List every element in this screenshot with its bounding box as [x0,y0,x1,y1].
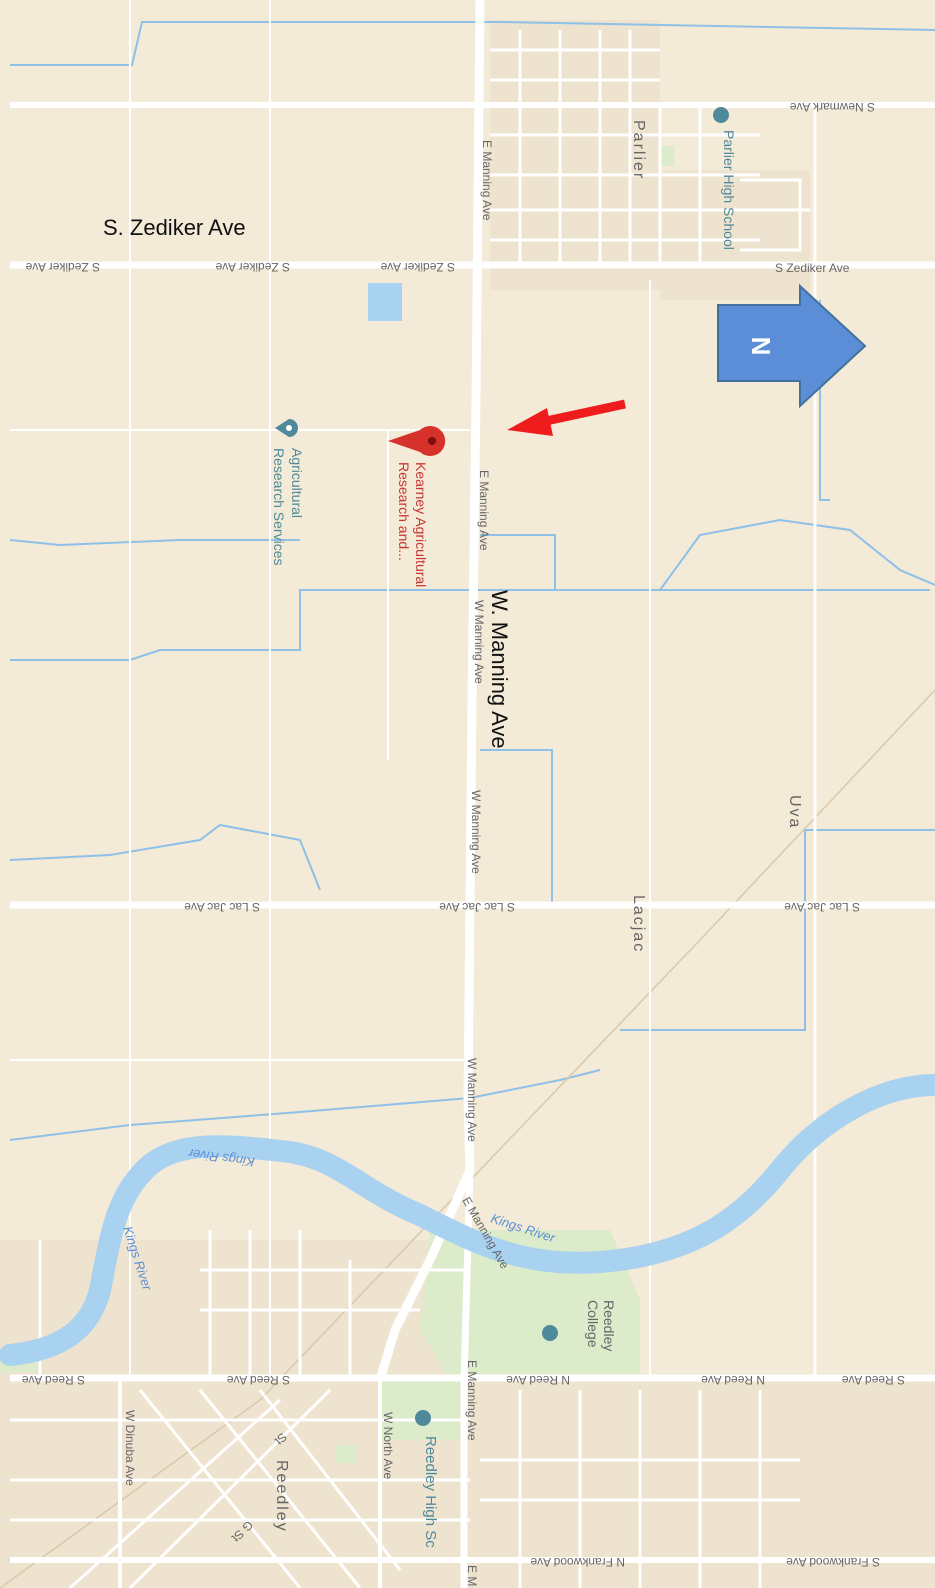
place-label-uva: Uva [786,795,803,829]
poi-agricultural-research-services[interactable]: Agricultural Research Services [271,419,305,566]
north-arrow: N [717,283,867,409]
poi-label-parlier-high-school: Parlier High School [721,130,737,250]
poi-parlier-high-school[interactable]: Parlier High School [713,107,737,250]
railway [0,689,935,1588]
road-label-w-dinuba-ave: W Dinuba Ave [123,1410,137,1486]
poi-label-reedley-high-school: Reedley High Sc [422,1436,439,1548]
road-label-e-manning-ave-2: E Manning Ave [477,470,491,551]
red-pointer-arrow [507,399,626,436]
road-label-s-lac-jac-ave-3: S Lac Jac Ave [784,900,860,914]
road-label-n-reed-ave-1: N Reed Ave [506,1373,570,1387]
school-icon [542,1325,558,1341]
road-label-w-manning-ave-1: W Manning Ave [472,600,486,684]
road-label-s-zediker-ave-2: S Zediker Ave [215,260,290,274]
poi-label-ars-line1: Agricultural [289,448,305,518]
road-label-s-lac-jac-ave-2: S Lac Jac Ave [439,900,515,914]
place-label-lacjac: Lacjac [630,895,647,953]
poi-label-reedley-college-line1: Reedley [601,1300,617,1351]
road-label-w-manning-ave-2: W Manning Ave [469,790,483,874]
school-icon [713,107,729,123]
parlier-town-area [490,20,810,300]
place-label-parlier: Parlier [630,120,647,180]
road-label-s-frankwood-ave: S Frankwood Ave [786,1555,880,1569]
poi-label-reedley-college-line2: College [585,1300,601,1348]
road-label-s-zediker-ave-1: S Zediker Ave [25,260,100,274]
north-arrow-label: N [746,337,776,356]
reedley-town-area [0,1240,935,1588]
poi-reedley-college[interactable]: Reedley College [542,1300,617,1351]
annotation-zediker-label: S. Zediker Ave [103,215,246,240]
kings-river [0,1074,935,1366]
place-label-reedley: Reedley [273,1460,290,1533]
canals [9,21,935,1141]
annotation-manning-label: W. Manning Ave [487,590,512,749]
north-arrow-icon [717,283,867,409]
parlier-street-grid [490,30,810,265]
road-label-n-frankwood-ave-1: N Frankwood Ave [530,1555,625,1569]
poi-reedley-high-school[interactable]: Reedley High Sc [415,1410,439,1548]
poi-kearney-marker[interactable]: Kearney Agricultural Research and... [388,426,446,587]
road-label-w-north-ave: W North Ave [381,1412,395,1479]
arrow-icon [545,399,626,426]
reedley-street-grid [10,1230,800,1588]
road-label-s-reed-ave-3: S Reed Ave [842,1373,905,1387]
poi-label-kearney-line2: Research and... [396,462,412,561]
road-label-w-manning-ave-3: W Manning Ave [465,1058,479,1142]
road-label-n-reed-ave-2: N Reed Ave [701,1373,765,1387]
road-label-s-reed-ave-1: S Reed Ave [22,1373,85,1387]
road-label-s-zediker-ave-4: S Zediker Ave [775,261,850,275]
road-label-s-zediker-ave-3: S Zediker Ave [380,260,455,274]
road-label-e-manning-ave-4: E Manning Ave [465,1360,479,1441]
poi-label-ars-line2: Research Services [271,448,287,566]
road-label-s-reed-ave-2: S Reed Ave [227,1373,290,1387]
road-label-s-newmark-ave: S Newmark Ave [790,100,875,114]
road-label-s-lac-jac-ave-1: S Lac Jac Ave [184,900,260,914]
poi-label-kearney-line1: Kearney Agricultural [413,462,429,587]
road-label-e-manning-ave-1: E Manning Ave [480,140,494,221]
pond [368,283,402,321]
poi-pin-dot [286,425,292,431]
road-label-e-m: E M [465,1565,479,1586]
school-icon [415,1410,431,1426]
location-pin-dot [428,437,436,445]
location-pin-icon [388,426,446,457]
